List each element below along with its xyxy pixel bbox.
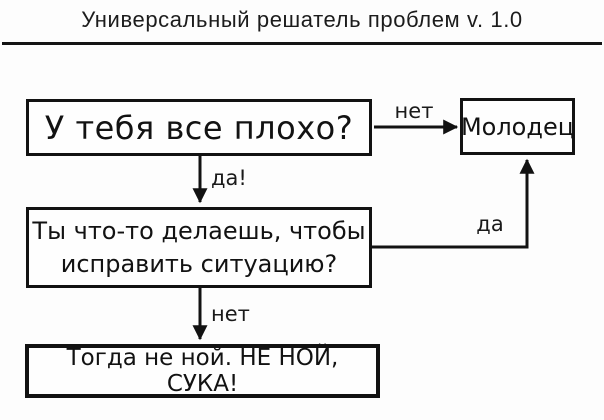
node-question-all-bad: У тебя все плохо? [26, 99, 372, 156]
node-question-doing-something-text: Ты что-то делаешь, чтобы исправить ситуа… [32, 215, 365, 280]
edge-label-yes-1: да! [211, 166, 247, 190]
node-conclusion-text: Тогда не ной. НЕ НОЙ, СУКА! [66, 345, 339, 397]
edge-label-no-2: нет [211, 302, 250, 326]
page-title: Универсальный решатель проблем v. 1.0 [81, 7, 523, 32]
title-underline [2, 42, 602, 45]
node-well-done: Молодец [460, 98, 575, 155]
question-doing-something-line1: Ты что-то делаешь, чтобы [32, 217, 366, 246]
node-well-done-text: Молодец [460, 112, 575, 141]
edge-label-yes-2: да [476, 212, 504, 236]
edge-label-no-1: нет [394, 99, 434, 123]
node-question-all-bad-text: У тебя все плохо? [44, 108, 354, 147]
question-doing-something-line2: исправить ситуацию? [60, 249, 338, 278]
node-question-doing-something: Ты что-то делаешь, чтобы исправить ситуа… [26, 207, 372, 288]
node-conclusion: Тогда не ной. НЕ НОЙ, СУКА! [25, 344, 380, 398]
